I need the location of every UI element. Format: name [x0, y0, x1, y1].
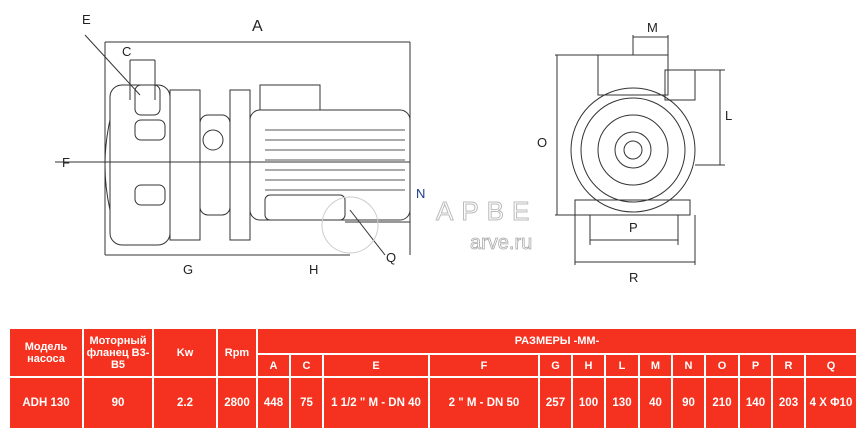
label-G: G — [183, 262, 194, 277]
label-P: P — [629, 220, 638, 235]
header-dim-M: M — [638, 353, 673, 378]
label-Q: Q — [386, 250, 397, 265]
cell-dim-N: 90 — [671, 376, 706, 430]
specs-table: Модель насоса Моторный фланец B3-B5 Kw R… — [8, 327, 858, 430]
front-view — [555, 35, 725, 265]
cell-dim-E: 1 1/2 " M - DN 40 — [322, 376, 430, 430]
label-F: F — [62, 155, 70, 170]
cell-dim-P: 140 — [738, 376, 773, 430]
header-dim-H: H — [571, 353, 606, 378]
header-dim-R: R — [771, 353, 806, 378]
header-flange: Моторный фланец B3-B5 — [82, 327, 154, 378]
header-dim-G: G — [538, 353, 573, 378]
label-O: O — [537, 135, 548, 150]
header-kw: Kw — [152, 327, 218, 378]
cell-dim-H: 100 — [571, 376, 606, 430]
cell-dim-C: 75 — [289, 376, 324, 430]
header-dim-P: P — [738, 353, 773, 378]
cell-dim-O: 210 — [704, 376, 740, 430]
header-dim-Q: Q — [804, 353, 858, 378]
header-dim-F: F — [428, 353, 540, 378]
watermark-url: arve.ru — [470, 232, 533, 255]
cell-kw: 2.2 — [152, 376, 218, 430]
header-dim-O: O — [704, 353, 740, 378]
header-model: Модель насоса — [8, 327, 84, 378]
pump-drawing — [55, 34, 725, 265]
cell-dim-M: 40 — [638, 376, 673, 430]
cell-dim-A: 448 — [256, 376, 291, 430]
cell-model: ADH 130 — [8, 376, 84, 430]
cell-dim-R: 203 — [771, 376, 806, 430]
label-L: L — [725, 108, 733, 123]
header-dim-L: L — [604, 353, 640, 378]
cell-dim-F: 2 " M - DN 50 — [428, 376, 540, 430]
label-C: C — [122, 44, 132, 59]
header-dimensions: РАЗМЕРЫ -MM- — [256, 327, 858, 355]
cell-rpm: 2800 — [216, 376, 258, 430]
header-rpm: Rpm — [216, 327, 258, 378]
cell-dim-L: 130 — [604, 376, 640, 430]
label-H: H — [309, 262, 319, 277]
header-dim-A: A — [256, 353, 291, 378]
header-dim-C: C — [289, 353, 324, 378]
header-dim-E: E — [322, 353, 430, 378]
label-E: E — [82, 12, 91, 27]
watermark-logo: АРВЕ — [435, 196, 538, 227]
label-A: A — [252, 18, 263, 35]
cell-flange: 90 — [82, 376, 154, 430]
cell-dim-Q: 4 X Φ10 — [804, 376, 858, 430]
label-M: M — [647, 20, 658, 35]
header-dim-N: N — [671, 353, 706, 378]
side-view — [55, 34, 411, 256]
label-R: R — [629, 270, 639, 285]
cell-dim-G: 257 — [538, 376, 573, 430]
label-N: N — [416, 186, 426, 201]
